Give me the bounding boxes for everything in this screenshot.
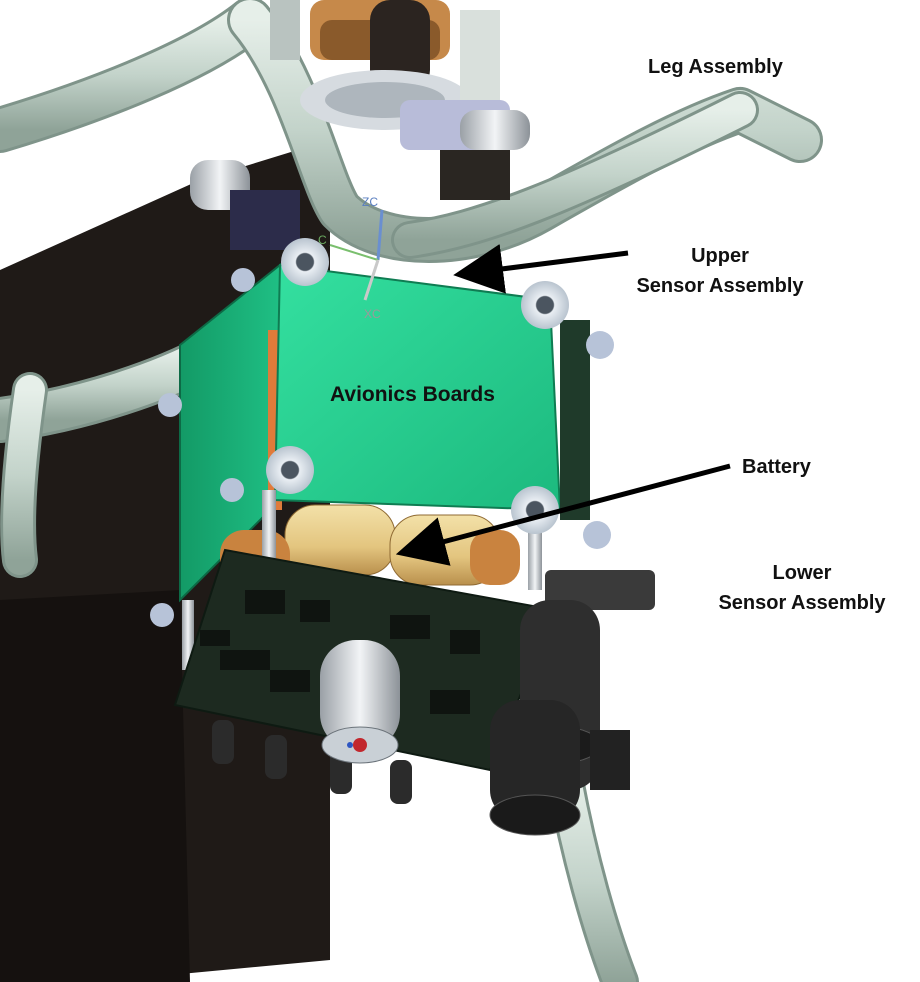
axis-triad: ZC C XC [318, 195, 384, 321]
dark-panel-lower [0, 590, 190, 982]
washer-bl [266, 446, 314, 494]
label-avionics-text: Avionics Boards [330, 383, 495, 406]
pcb-connectors [212, 720, 412, 804]
label-avionics-boards: Avionics Boards [330, 380, 495, 410]
label-upper-line2: Sensor Assembly [636, 275, 804, 297]
center-sensor [320, 640, 400, 764]
washer-tl [281, 238, 329, 286]
label-battery-text: Battery [742, 456, 811, 478]
label-lower-line1: Lower [772, 562, 832, 584]
axis-label-y: C [318, 233, 327, 247]
label-lower-line2: Sensor Assembly [718, 592, 886, 614]
label-upper-line1: Upper [691, 245, 749, 267]
label-leg-assembly: Leg Assembly [648, 52, 783, 82]
arrow-battery [395, 463, 731, 566]
top-hub [190, 0, 530, 250]
axis-label-z: ZC [362, 195, 378, 209]
pcb-components [200, 590, 480, 714]
washer-tr [521, 281, 569, 329]
label-upper-sensor-assembly: Upper Sensor Assembly [610, 241, 830, 301]
label-lower-sensor-assembly: Lower Sensor Assembly [692, 558, 912, 618]
label-battery: Battery [742, 452, 811, 482]
arrow-upper-sensor [453, 244, 629, 294]
lower-sensor-assembly [489, 570, 655, 836]
washer-br [511, 486, 559, 534]
axis-label-x: XC [364, 307, 381, 321]
label-leg-assembly-text: Leg Assembly [648, 56, 783, 78]
leg-frame [0, 0, 823, 982]
